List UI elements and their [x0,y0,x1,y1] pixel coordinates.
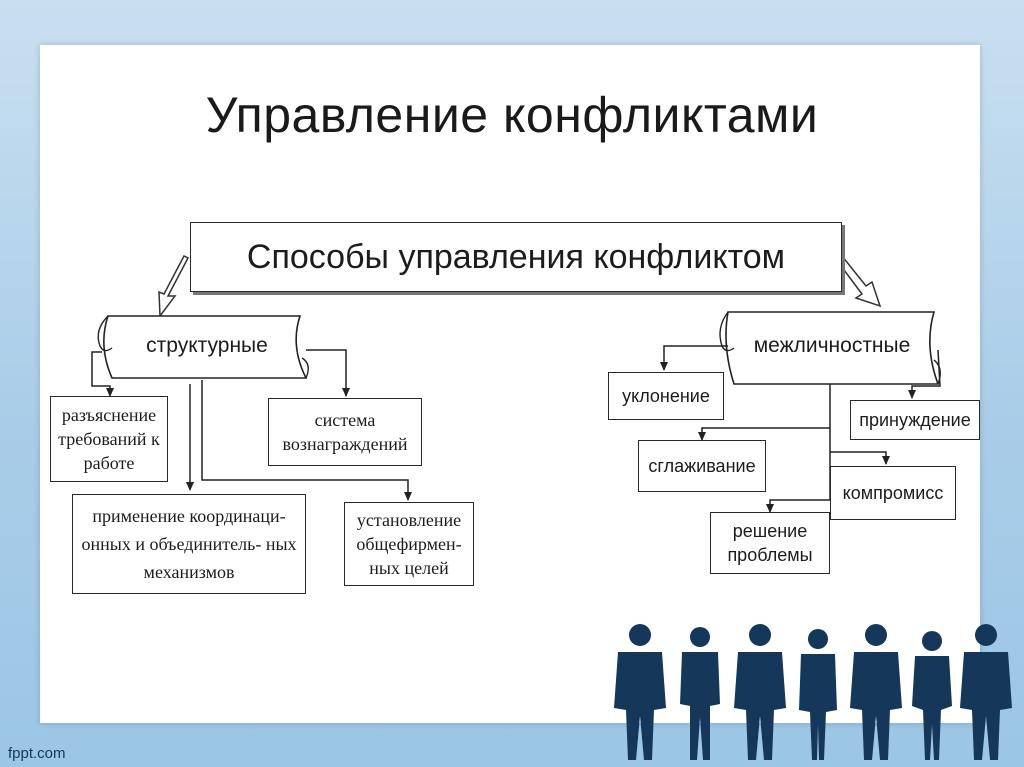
root-to-structural-arrow [158,255,190,319]
explain-requirements-box: разъяснение требований к работе [50,396,168,482]
explain-requirements-text: разъяснение требований к работе [58,405,160,473]
problem-solving-box: решение проблемы [710,512,830,574]
slide-title: Управление конфликтами [205,87,819,143]
footer-brand: fppt.com [8,745,66,762]
coordination-text: применение координаци- онных и объединит… [81,506,297,582]
reward-system-box: система вознаграждений [268,398,422,466]
avoidance-text: уклонение [622,385,710,406]
forcing-text: принуждение [859,409,971,430]
problem-solving-text: решение проблемы [727,521,813,565]
reward-system-text: система вознаграждений [282,410,408,454]
coordination-box: применение координаци- онных и объединит… [72,494,306,594]
avoidance-box: уклонение [608,372,724,420]
smoothing-box: сглаживание [638,440,766,492]
compromise-text: компромисс [842,482,944,503]
root-to-interpersonal-arrow [837,254,882,308]
structural-scroll-shape [97,315,309,379]
common-goals-box: установление общефирмен- ных целей [344,502,474,586]
structural-label: структурные [146,334,268,357]
root-box: Способы управления конфликтом [190,222,842,292]
smoothing-text: сглаживание [648,455,756,476]
forcing-box: принуждение [850,400,980,440]
business-people-silhouettes [614,624,1012,760]
root-label: Способы управления конфликтом [246,237,786,276]
compromise-box: компромисс [830,466,956,520]
common-goals-text: установление общефирмен- ных целей [356,510,462,578]
interpersonal-label: межличностные [753,334,911,357]
